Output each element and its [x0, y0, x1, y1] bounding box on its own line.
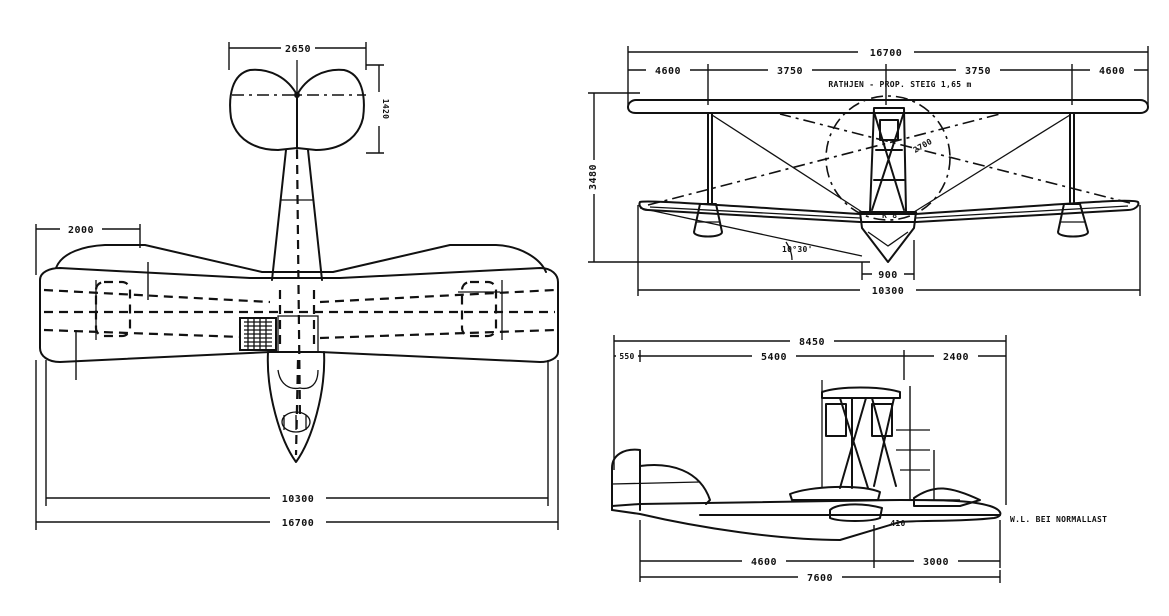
- side-vertical-dimensions: [860, 386, 960, 501]
- aft-part-label: 2400: [943, 352, 969, 363]
- upper-wing-front: [627, 99, 1149, 114]
- hull-marking: R 8: [882, 211, 897, 220]
- dihedral-angle: 10°30': [639, 207, 863, 261]
- side-view: 8450 550 5400 2400: [611, 335, 1107, 584]
- side-segment-dimensions: 550 5400 2400: [614, 350, 1006, 380]
- wingtip-floats-front: [693, 203, 1089, 238]
- propeller-note: RATHJEN - PROP. STEIG 1,65 m: [828, 80, 971, 89]
- tailplane-chord-dimension: 1420: [366, 64, 390, 154]
- hull-length-label: 7600: [807, 573, 833, 584]
- hull-beam-label: 900: [878, 270, 898, 281]
- outer-left-label: 4600: [655, 66, 681, 77]
- dihedral-label: 10°30': [782, 245, 813, 254]
- float-side: [829, 487, 981, 522]
- outer-right-label: 4600: [1099, 66, 1125, 77]
- upper-wing-plan: [39, 244, 559, 363]
- front-segment-dimensions: 4600 3750 3750 4600 RATHJEN - PROP. STEI…: [628, 64, 1148, 105]
- front-lower-span-label: 10300: [872, 286, 905, 297]
- hull-length-dimension: 7600: [640, 570, 1001, 584]
- plan-upper-span-label: 16700: [282, 518, 315, 529]
- wingtip-offset-label: 2000: [68, 225, 94, 236]
- inner-left-label: 3750: [777, 66, 803, 77]
- front-height-dimension: 3480: [588, 92, 870, 263]
- bracing-wires: [647, 113, 1131, 213]
- draft-label: 410: [890, 519, 905, 528]
- plan-lower-span-dimension: 10300: [45, 360, 549, 506]
- wingtip-offset-dimension: 2000: [35, 223, 149, 380]
- plan-upper-span-dimension: 16700: [35, 360, 559, 530]
- cabane-struts-side: [821, 380, 930, 489]
- tailplane: [229, 60, 366, 151]
- wings-side: [789, 386, 901, 501]
- side-overall-length-dimension: 8450: [613, 335, 1007, 505]
- hull-beam-dimension: 900: [861, 240, 915, 281]
- tailplane-chord-label: 1420: [381, 99, 390, 119]
- engine-nacelle-plan: [239, 290, 319, 353]
- interplane-struts: [707, 112, 1075, 205]
- fore-hull-label: 3000: [923, 557, 949, 568]
- waterline-note: W.L. BEI NORMALLAST: [1010, 515, 1107, 524]
- side-overall-length-label: 8450: [799, 337, 825, 348]
- front-height-label: 3480: [588, 164, 599, 190]
- hull-front: R 8: [859, 211, 917, 263]
- tail-boom: [271, 149, 323, 421]
- tailplane-span-label: 2650: [285, 44, 311, 55]
- plan-lower-span-label: 10300: [282, 494, 315, 505]
- engine-pylon-front: [869, 107, 907, 213]
- front-view: 16700 4600 3750 3750 4600 RATHJEN - PROP…: [588, 46, 1149, 297]
- hull-segment-dimensions: 4600 3000: [639, 520, 1001, 582]
- front-overall-span-dimension: 16700: [627, 46, 1149, 105]
- front-overall-span-label: 16700: [870, 48, 903, 59]
- hull-side: [611, 448, 1002, 541]
- fore-part-label: 5400: [761, 352, 787, 363]
- bow-offset-label: 550: [619, 352, 634, 361]
- aft-hull-label: 4600: [751, 557, 777, 568]
- front-lower-span-dimension: 10300: [637, 205, 1141, 297]
- plan-view: 2650 1420: [35, 42, 559, 530]
- hull-plan: [266, 351, 326, 463]
- inner-right-label: 3750: [965, 66, 991, 77]
- wingtip-floats-plan: [94, 280, 500, 338]
